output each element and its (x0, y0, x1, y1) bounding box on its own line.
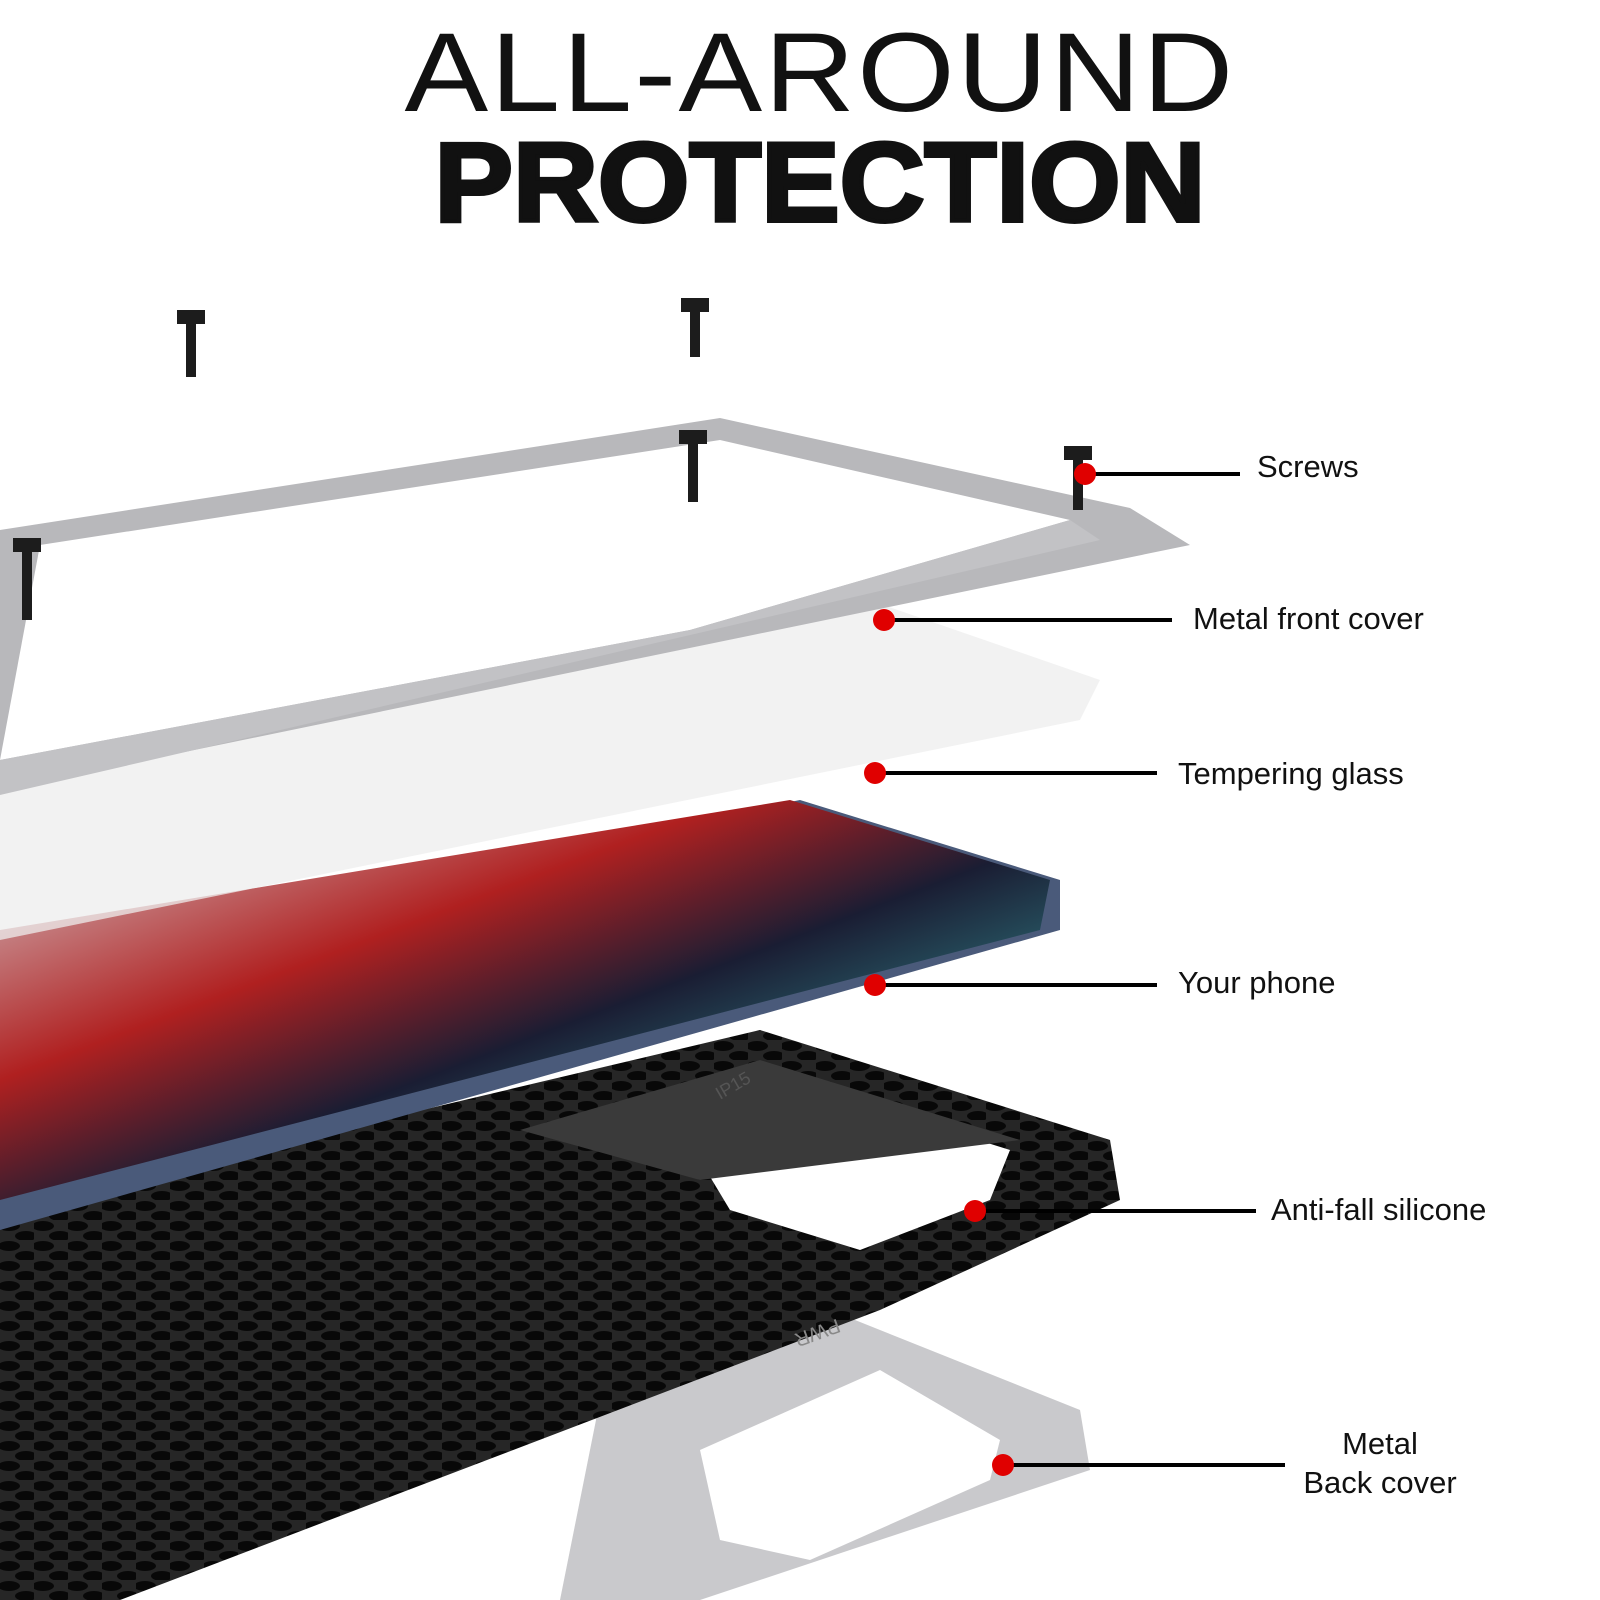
marker-dot-screws (1074, 463, 1096, 485)
marker-dot-back-cover (992, 1454, 1014, 1476)
callout-label-back-cover-line2: Back cover (1303, 1465, 1457, 1500)
callout-label-back-cover-line1: Metal (1342, 1426, 1418, 1461)
callout-label-front-cover: Metal front cover (1193, 601, 1424, 636)
callout-label-phone: Your phone (1178, 965, 1336, 1000)
marker-dot-silicone (964, 1200, 986, 1222)
headline-line2: PROTECTION (432, 118, 1207, 247)
callout-label-back-cover: Metal Back cover (1290, 1424, 1470, 1502)
callout-label-glass: Tempering glass (1178, 756, 1404, 791)
marker-dot-phone (864, 974, 886, 996)
callout-label-screws: Screws (1257, 449, 1359, 484)
headline-line1: ALL-AROUND (404, 10, 1236, 135)
callout-label-silicone: Anti-fall silicone (1271, 1192, 1487, 1227)
marker-dot-front-cover (873, 609, 895, 631)
marker-dot-glass (864, 762, 886, 784)
